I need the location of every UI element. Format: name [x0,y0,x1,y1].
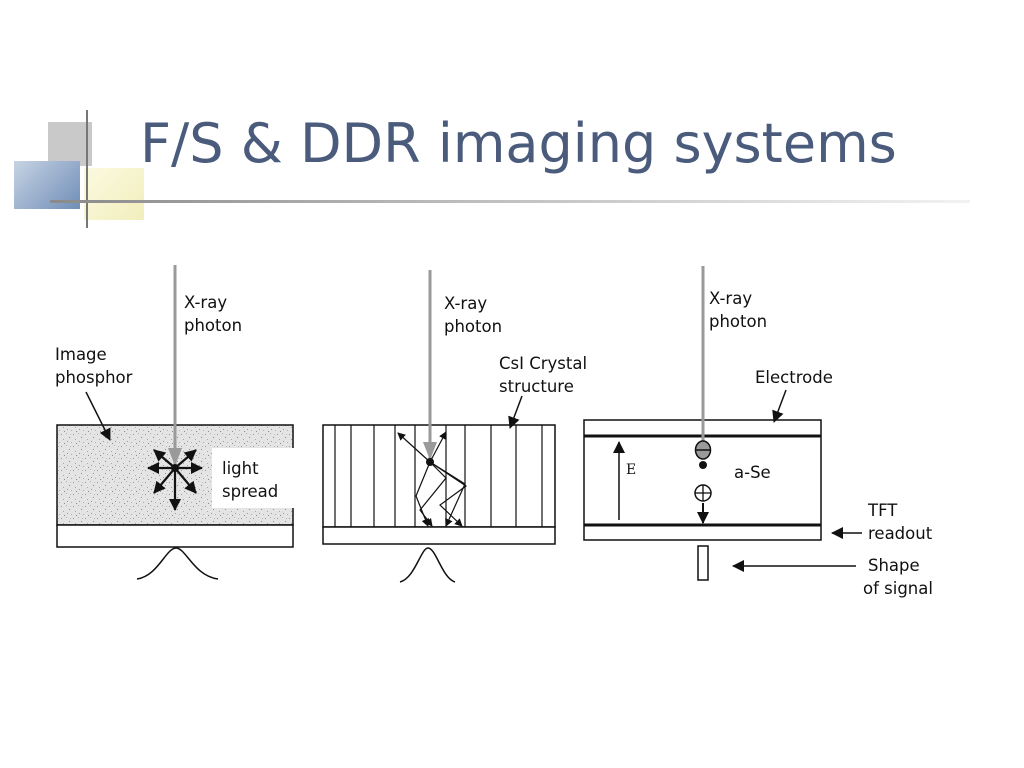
phosphor-base-layer [56,524,294,548]
phosphor-label-line2: phosphor [55,368,133,387]
signal-label-line1: Shape [868,556,920,575]
interaction-point [699,461,707,469]
light-spread-burst [147,449,203,511]
panel-csi: X-ray photon CsI Crystal structure [322,270,587,583]
electrode-pointer-arrow [772,389,787,423]
panel-screen: X-ray photon Image phosphor light spread [55,265,294,580]
xray-label-line2: photon [184,316,242,335]
field-label: E [626,462,636,478]
csi-base-layer [322,526,556,545]
crystal-label-line1: CsI Crystal [499,354,587,373]
spread-label-background [212,448,294,508]
title-decoration-gray-square [48,122,92,166]
slide-title: F/S & DDR imaging systems [140,112,897,175]
xray-label-line1: X-ray [709,289,752,308]
xray-label-line2: photon [709,312,767,331]
spread-signal-curve [136,547,219,580]
material-label: a-Se [734,463,771,482]
hole-charge-icon [694,484,712,502]
title-decoration-yellow-square [84,168,144,220]
xray-label-line2: photon [444,317,502,336]
phosphor-label-line1: Image [55,345,107,364]
spread-label-line1: light [222,459,259,478]
title-underline [50,200,970,203]
tft-label-line1: TFT [867,501,898,520]
crystal-label-line2: structure [499,377,574,396]
crystal-pointer-arrow [508,395,523,429]
electron-charge-icon [694,440,712,460]
xray-label-line1: X-ray [184,293,227,312]
panel-ase: X-ray photon Electrode E a-Se TFT readou… [583,266,933,598]
xray-label-line1: X-ray [444,294,487,313]
csi-signal-curve [399,547,456,583]
signal-label-line2: of signal [863,579,933,598]
spread-label-line2: spread [222,482,278,501]
phosphor-pointer-arrow [85,391,111,441]
tft-label-line2: readout [868,524,933,543]
signal-shape-box [697,545,709,581]
csi-crystal-layer [322,424,556,528]
title-decoration-vertical-line [86,110,88,228]
electrode-label: Electrode [755,368,833,387]
light-guided-paths [397,431,468,527]
